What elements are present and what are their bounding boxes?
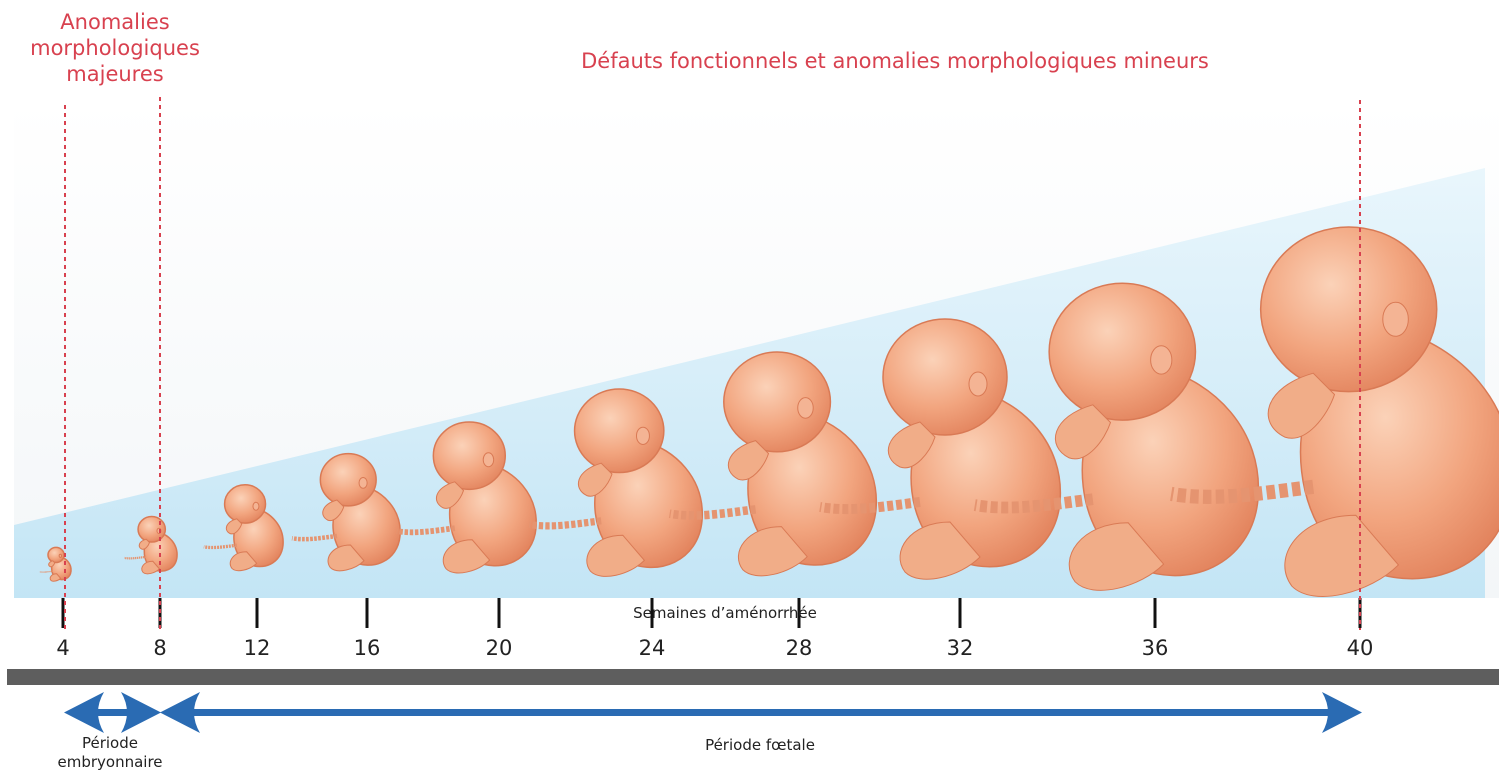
arrowhead-left-icon bbox=[64, 692, 104, 733]
arrowhead-right-icon bbox=[121, 692, 161, 733]
major-anomalies-line-3: majeures bbox=[10, 61, 220, 87]
week-label: 4 bbox=[33, 636, 93, 660]
embryonic-period-line-1: Période bbox=[45, 734, 175, 753]
major-anomalies-line-2: morphologiques bbox=[10, 35, 220, 61]
week-label: 40 bbox=[1330, 636, 1390, 660]
week-label: 12 bbox=[227, 636, 287, 660]
week-label: 16 bbox=[337, 636, 397, 660]
embryonic-period-line-2: embryonnaire bbox=[45, 753, 175, 772]
fetal-period-arrow bbox=[160, 692, 1362, 733]
week-label: 32 bbox=[930, 636, 990, 660]
week-label: 28 bbox=[769, 636, 829, 660]
week-label: 8 bbox=[130, 636, 190, 660]
embryonic-period-arrow bbox=[64, 692, 161, 733]
week-label: 36 bbox=[1125, 636, 1185, 660]
axis-title: Semaines d’aménorrhée bbox=[560, 604, 890, 622]
major-anomalies-line-1: Anomalies bbox=[10, 9, 220, 35]
minor-defects-label: Défauts fonctionnels et anomalies morpho… bbox=[470, 48, 1320, 74]
major-anomalies-label: Anomalies morphologiques majeures bbox=[10, 9, 220, 87]
week-label: 20 bbox=[469, 636, 529, 660]
fetal-period-label: Période fœtale bbox=[660, 736, 860, 754]
embryonic-period-label: Période embryonnaire bbox=[45, 734, 175, 772]
week-label: 24 bbox=[622, 636, 682, 660]
arrowhead-right-icon bbox=[1322, 692, 1362, 733]
arrowhead-left-icon bbox=[160, 692, 200, 733]
timeline-bar bbox=[7, 669, 1499, 685]
